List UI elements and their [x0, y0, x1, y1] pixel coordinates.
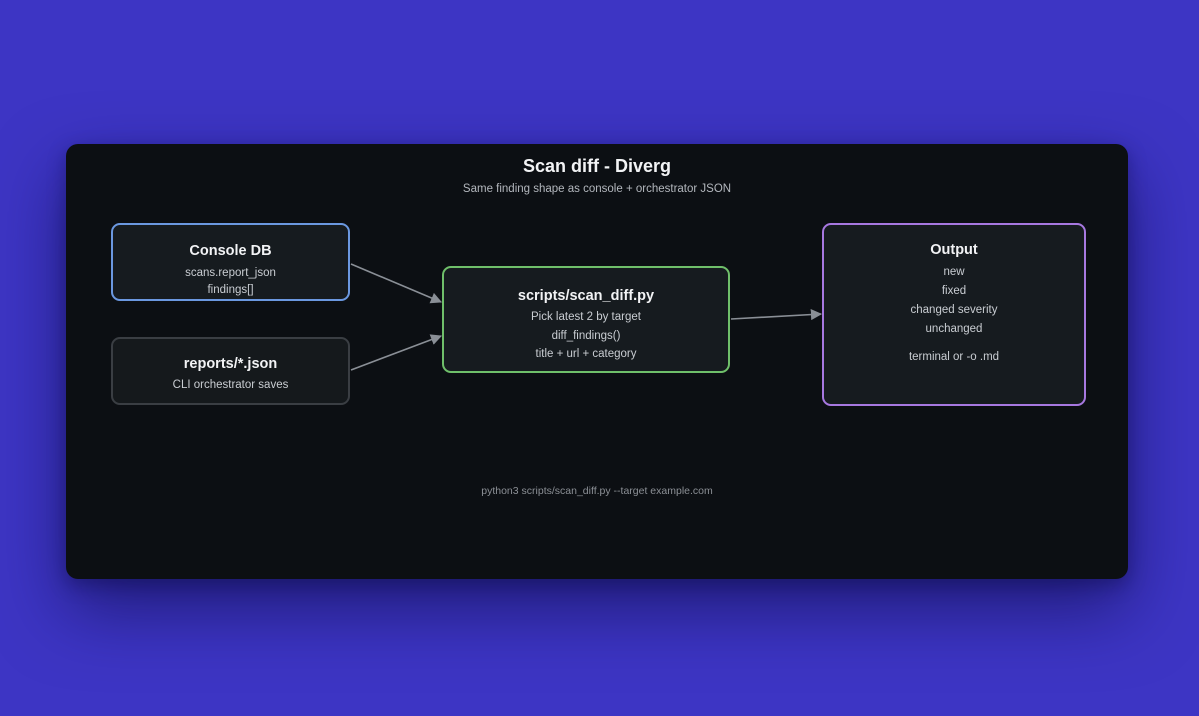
node-output-title: Output	[930, 242, 978, 258]
node-console-db: Console DB scans.report_json findings[]	[111, 223, 350, 301]
node-scan-diff-script-line: title + url + category	[535, 348, 637, 360]
node-output: Output new fixed changed severity unchan…	[822, 223, 1086, 406]
node-console-db-line: findings[]	[207, 284, 254, 296]
diagram-title: Scan diff - Diverg	[522, 156, 672, 176]
node-output-line: unchanged	[925, 323, 983, 335]
diagram-card: Scan diff - Diverg Same finding shape as…	[66, 144, 1128, 579]
edge-layer	[350, 263, 823, 371]
node-console-db-title: Console DB	[189, 243, 272, 259]
node-console-db-line: scans.report_json	[185, 267, 276, 279]
node-scan-diff-script-title: scripts/scan_diff.py	[517, 288, 655, 304]
edge-script-to-output	[730, 308, 823, 321]
node-reports-json-title: reports/*.json	[183, 356, 278, 372]
node-reports-json-line: CLI orchestrator saves	[172, 379, 289, 391]
node-output-line: changed severity	[910, 304, 998, 316]
node-output-note: terminal or -o .md	[908, 351, 1000, 363]
node-reports-json: reports/*.json CLI orchestrator saves	[111, 337, 350, 405]
footer-command: python3 scripts/scan_diff.py --target ex…	[481, 485, 713, 497]
node-output-line: fixed	[941, 285, 967, 297]
node-output-line: new	[943, 266, 965, 278]
node-scan-diff-script-line: Pick latest 2 by target	[531, 311, 641, 323]
edge-console-to-script	[350, 263, 443, 304]
diagram-subtitle: Same finding shape as console + orchestr…	[462, 183, 732, 195]
node-scan-diff-script-line: diff_findings()	[551, 329, 621, 342]
edge-reports-to-script	[350, 334, 443, 371]
node-scan-diff-script: scripts/scan_diff.py Pick latest 2 by ta…	[442, 266, 730, 373]
